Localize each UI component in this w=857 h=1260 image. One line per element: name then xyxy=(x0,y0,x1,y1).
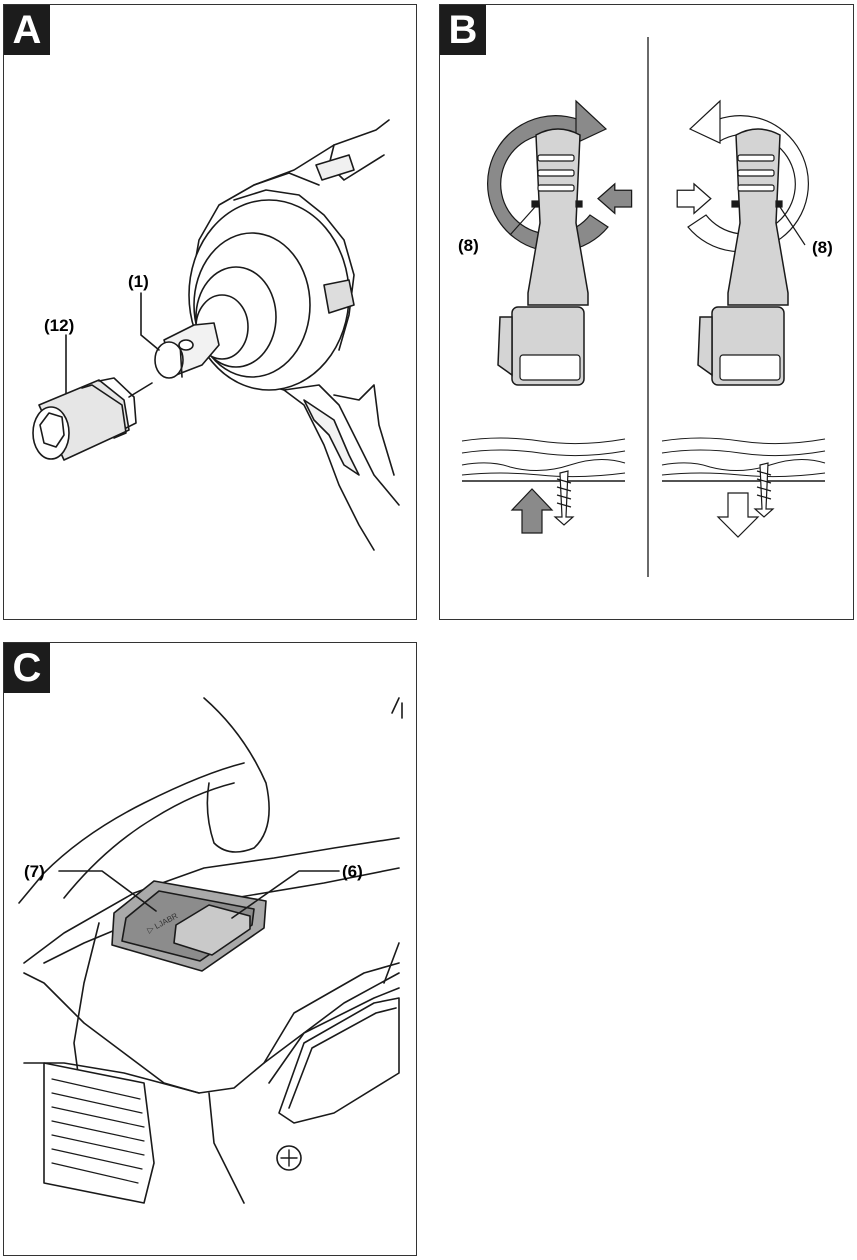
panel-badge-c: C xyxy=(4,643,50,693)
rotation-direction-illustration: (8) xyxy=(458,37,833,577)
side-recess xyxy=(278,997,400,1124)
figure-panel-b: B (8) xyxy=(439,4,854,620)
down-arrow-icon xyxy=(716,492,760,538)
panel-badge-b: B xyxy=(440,5,486,55)
push-left-arrow-icon xyxy=(597,182,633,215)
reverse-rotation-group: (8) xyxy=(661,99,833,538)
control-panel-illustration: ▷ LJABR (7) (6) xyxy=(18,697,403,1204)
vent-grille xyxy=(43,1062,155,1204)
screw-icon xyxy=(553,470,575,526)
figure-panel-a: A xyxy=(3,4,417,620)
label-display: (6) xyxy=(342,862,363,881)
label-socket: (12) xyxy=(44,316,74,335)
label-rotation-switch-left: (8) xyxy=(458,236,479,255)
impact-driver-socket-illustration: (1) (12) xyxy=(32,119,400,551)
up-arrow-icon xyxy=(510,488,554,534)
label-drive-spindle: (1) xyxy=(128,272,149,291)
figure-panel-c: C xyxy=(3,642,417,1256)
forward-rotation-group: (8) xyxy=(458,99,633,534)
clockwise-arrow-icon xyxy=(487,115,609,253)
display-window xyxy=(173,904,251,956)
counterclockwise-arrow-icon xyxy=(687,115,809,253)
screw-icon-reverse xyxy=(753,462,775,518)
panel-badge-a: A xyxy=(4,5,50,55)
push-right-arrow-icon xyxy=(676,182,712,215)
label-mode-button: (7) xyxy=(24,862,45,881)
label-rotation-switch-right: (8) xyxy=(812,238,833,257)
housing-top-surface xyxy=(23,837,400,964)
